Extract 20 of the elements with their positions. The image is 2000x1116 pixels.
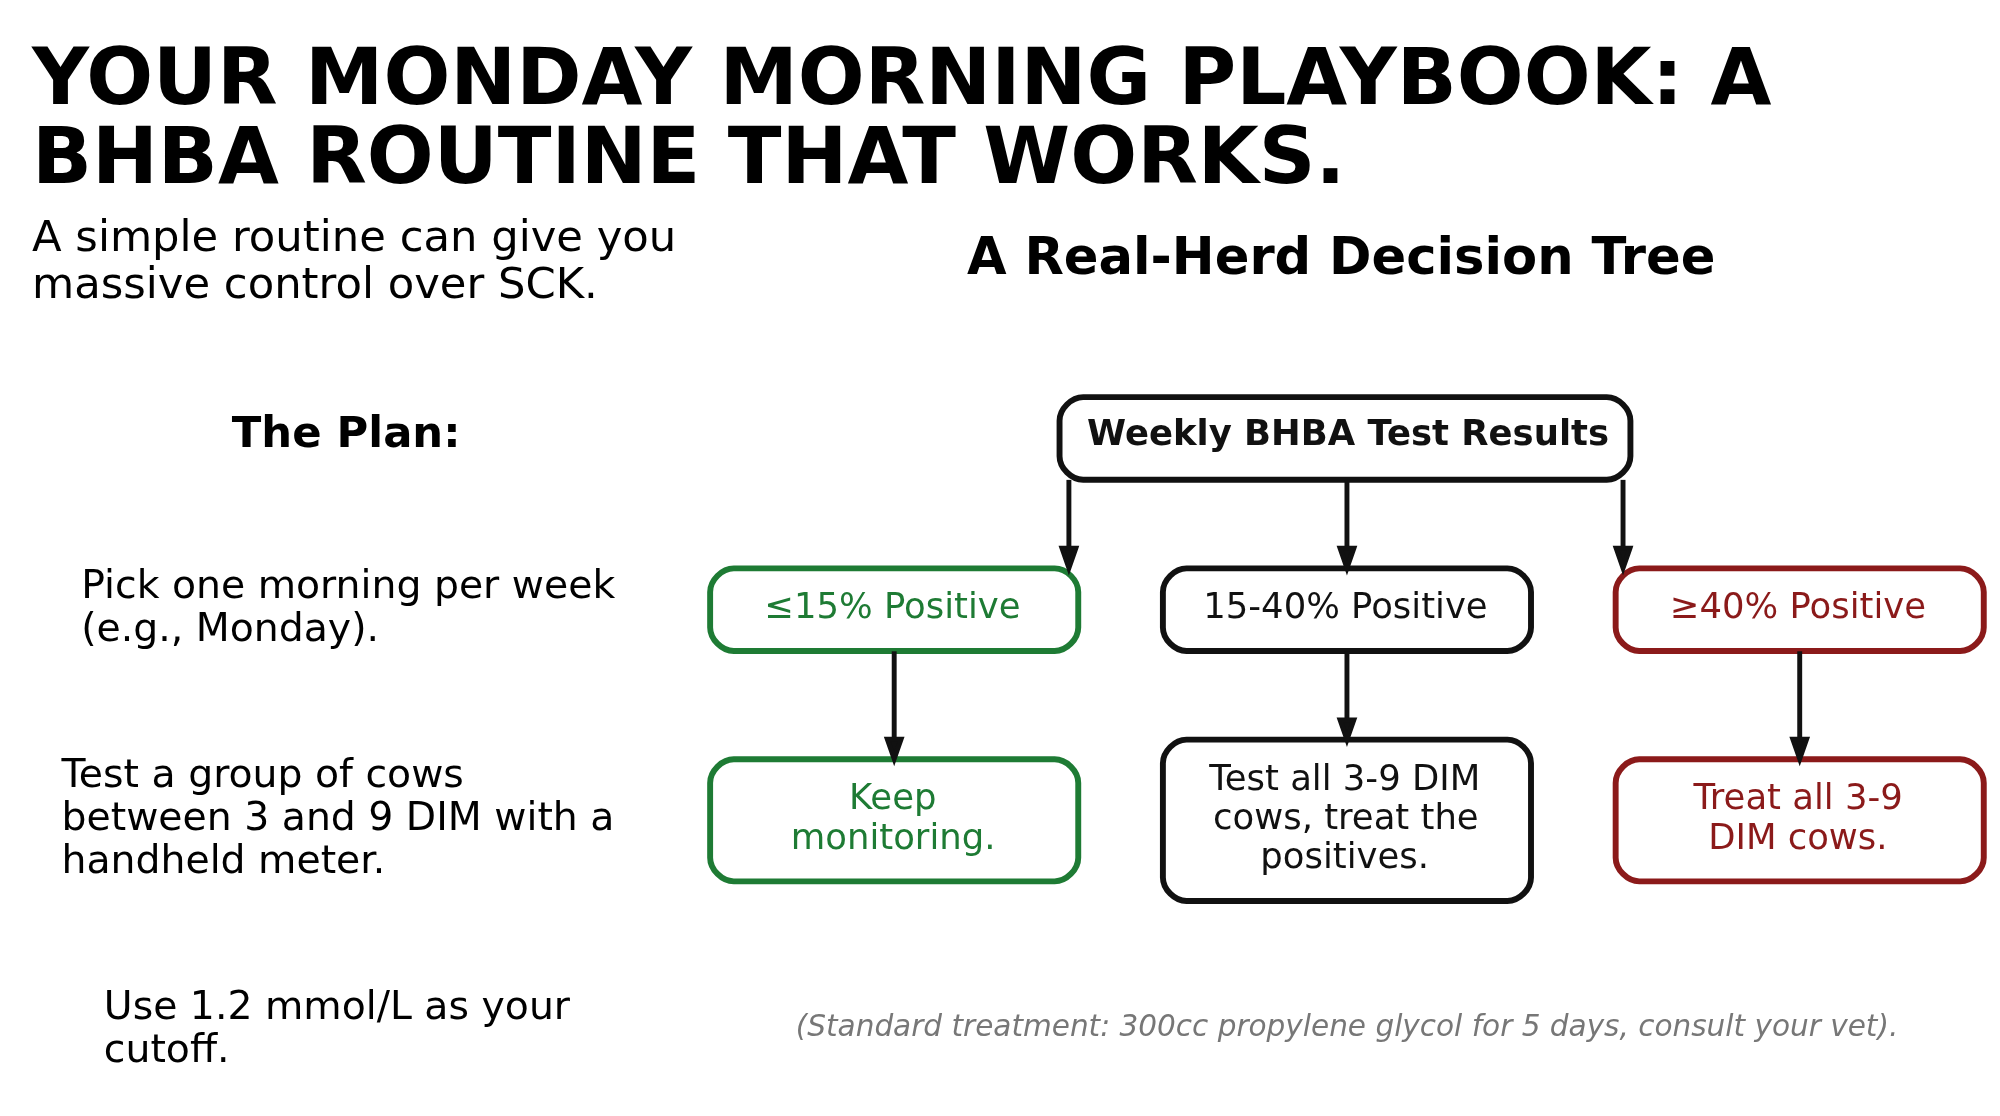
- label: Pick one morning per week (e.g., Monday).: [81, 560, 616, 650]
- arrow: [1336, 479, 1358, 575]
- node-box: ≤15% Positive: [707, 564, 1082, 654]
- label: Test a group of cows between 3 and 9 DIM with a handheld meter.: [61, 749, 615, 882]
- label: A Real-Herd Decision Tree: [967, 225, 1716, 286]
- arrow: [1612, 479, 1634, 575]
- arrow: [883, 650, 905, 766]
- label: The Plan:: [231, 406, 461, 457]
- diagram-title: YOUR MONDAY MORNING PLAYBOOK: A BHBA ROUTINE THAT WORKS.: [31, 30, 1772, 202]
- node-box: Keep monitoring.: [707, 755, 1082, 884]
- node-box: Treat all 3-9 DIM cows.: [1612, 755, 1987, 884]
- node-box: 15-40% Positive: [1159, 564, 1534, 654]
- arrow: [1789, 650, 1811, 766]
- caption: (Standard treatment: 300cc propylene glycol for 5 days, consult your vet).: [795, 1008, 1899, 1043]
- arrow: [1058, 479, 1080, 575]
- node-box: ≥40% Positive: [1612, 564, 1987, 654]
- label: A simple routine can give you massive control over SCK.: [31, 210, 677, 308]
- node-box: Test all 3-9 DIM cows, treat the positives.: [1159, 736, 1534, 904]
- label: Use 1.2 mmol/L as your cutoff.: [103, 981, 571, 1071]
- node-box: Weekly BHBA Test Results: [1056, 393, 1634, 483]
